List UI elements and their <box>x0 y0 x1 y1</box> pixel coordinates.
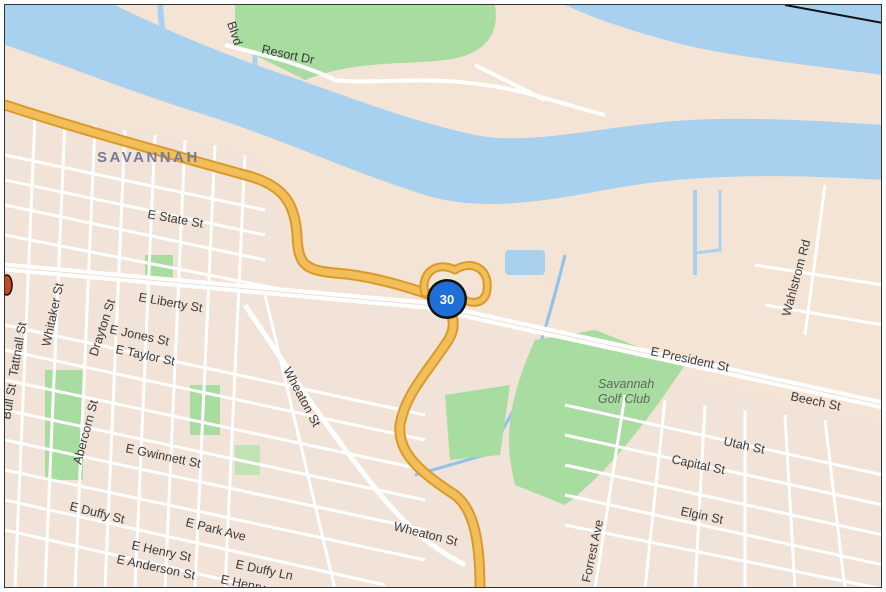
pond <box>505 250 545 275</box>
park-golf-west <box>445 385 510 460</box>
river-north-channel <box>565 5 881 75</box>
street-grid-east <box>564 184 881 587</box>
city-label: SAVANNAH <box>97 149 200 166</box>
route-30-shield[interactable]: 30 <box>427 279 467 319</box>
poi-golf-club-line1: Savannah <box>598 377 654 391</box>
wheaton-st-road <box>242 303 467 568</box>
savannah-river <box>5 5 881 205</box>
poi-golf-club-line2: Golf Club <box>598 392 650 406</box>
route-30-label: 30 <box>440 292 454 307</box>
map-canvas[interactable]: SAVANNAH Resort Dr Blvd E State St E Lib… <box>5 5 882 588</box>
left-edge-marker[interactable] <box>5 274 13 296</box>
map-view[interactable]: SAVANNAH Resort Dr Blvd E State St E Lib… <box>4 4 882 588</box>
canal-1 <box>157 5 168 66</box>
route-shield-fill <box>429 281 465 317</box>
streets-north <box>224 43 606 117</box>
highway-30 <box>5 99 492 587</box>
park-north <box>235 5 496 80</box>
canal-4 <box>694 190 722 255</box>
golf-course <box>509 330 685 505</box>
edge-line <box>784 5 881 24</box>
street-grid-west <box>5 114 426 587</box>
